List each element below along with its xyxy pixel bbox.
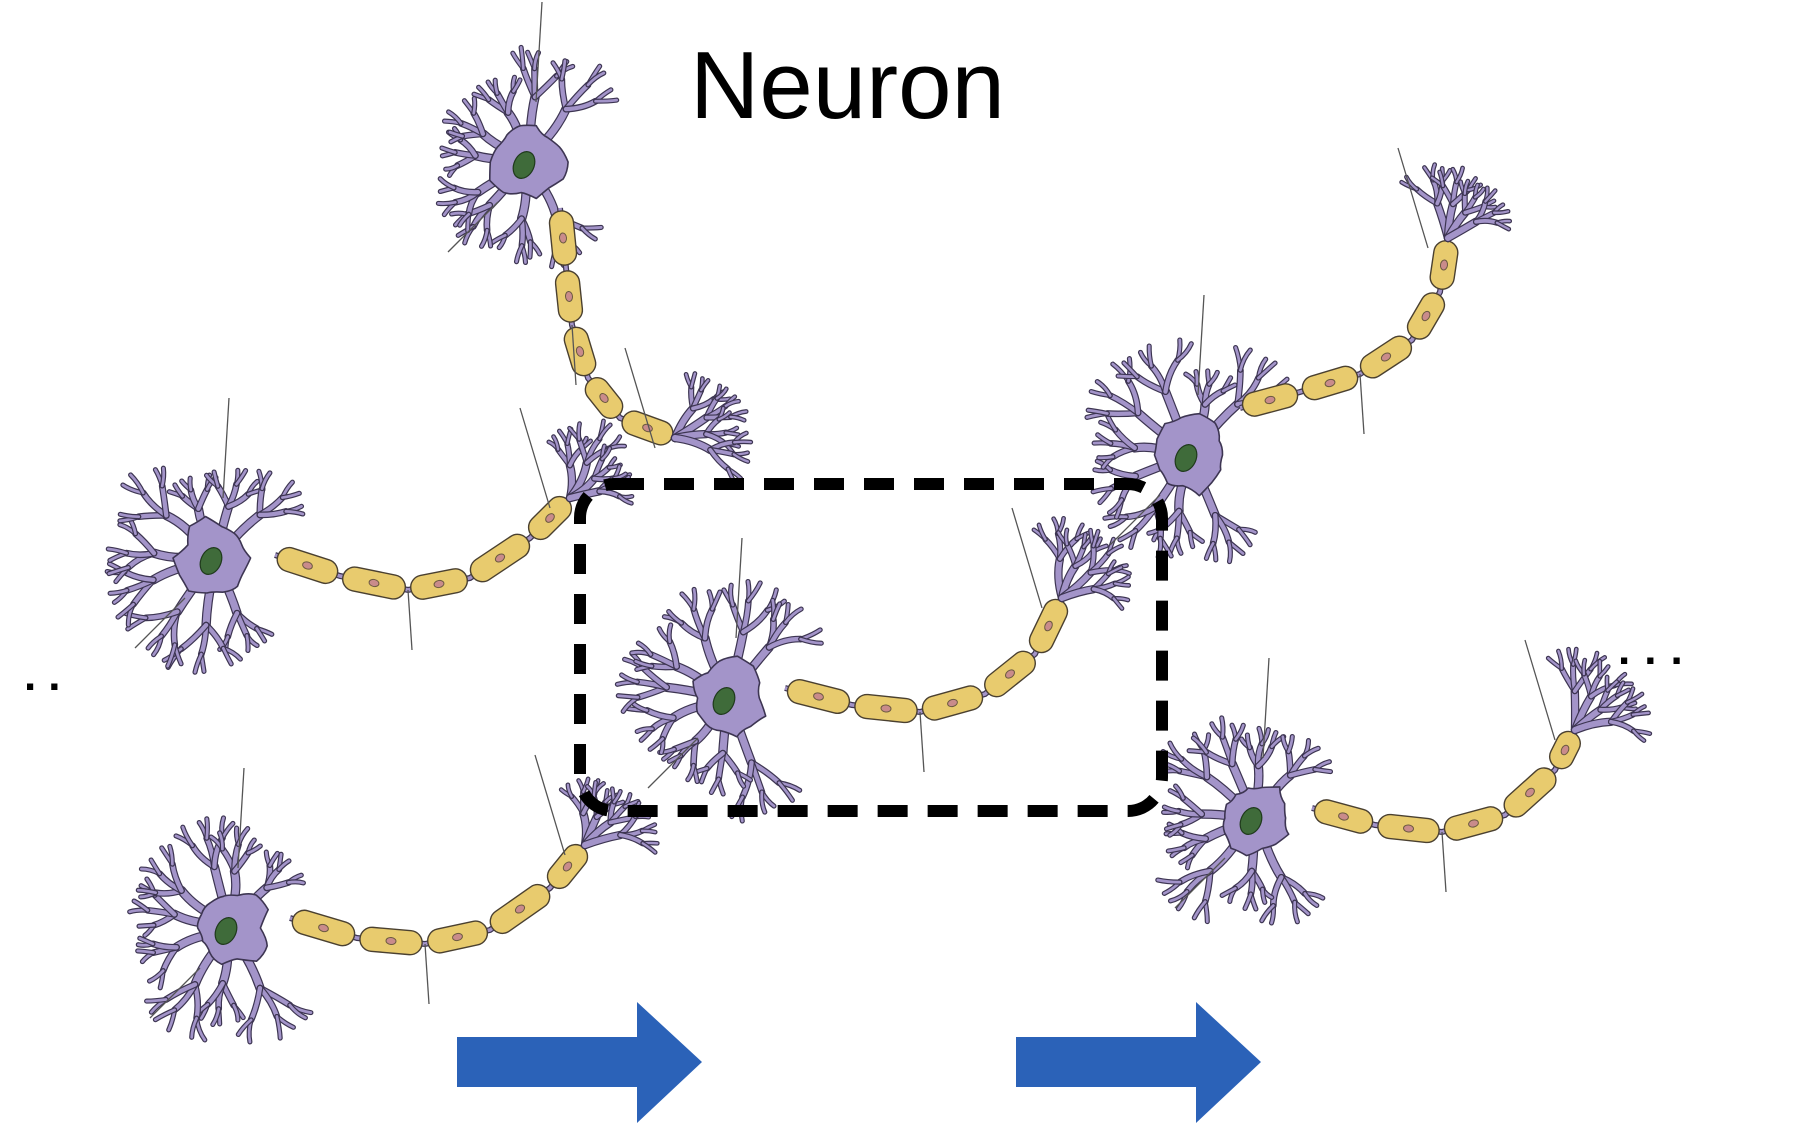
overlay-layer [457,478,1261,1123]
left-ellipsis: .. [24,651,72,700]
myelin-sheath-segment [1377,813,1440,844]
axon-terminal [670,371,754,488]
neuron-lower-right [1155,639,1653,926]
right-arrow-icon [1016,1002,1261,1123]
label-lines [1174,639,1556,909]
nucleus [712,687,736,715]
myelin-sheath-segment [359,926,423,956]
axon [548,207,677,446]
myelin-sheath-segment [854,693,918,724]
myelin-sheath-segment [554,270,584,323]
label-lines [134,397,551,651]
label-lines [149,754,566,1019]
myelin-sheath-segment [921,685,984,721]
myelin-sheath-segment [276,546,339,585]
nucleus [1239,807,1263,835]
nucleus [512,151,536,179]
axon [1311,728,1581,844]
myelin-sheath-segment [1028,598,1069,654]
myelin-sheath-segment [489,883,551,935]
right-arrow-icon [457,1002,702,1123]
nucleus [1174,444,1198,472]
neuron-upper-right [1084,147,1513,565]
myelin-sheath-segment [1406,292,1446,340]
myelin-sheath-segment [1429,240,1459,290]
myelin-sheath-segment [548,210,578,266]
dendrites [1155,715,1334,926]
neuron-center [614,507,1132,824]
myelin-sheath-segment [1359,335,1413,379]
axon-terminal [1031,515,1132,611]
label-lines [1109,147,1429,546]
myelin-sheath-segment [410,568,468,600]
neuron-middle-left [104,397,635,675]
nucleus [214,917,238,945]
axon [784,596,1069,724]
myelin-sheath-segment [621,410,674,446]
axon-terminal [546,418,635,506]
neurons-layer [104,1,1653,1045]
myelin-sheath-segment [1241,383,1299,417]
neuron-bottom-left [127,754,660,1045]
myelin-sheath-segment [1503,767,1557,818]
axon [289,843,589,956]
myelin-sheath-segment [291,909,356,947]
myelin-sheath-segment [984,650,1036,698]
label-lines [447,1,656,449]
myelin-sheath-segment [1301,365,1359,401]
axon [1239,237,1459,417]
myelin-sheath-segment [563,326,597,377]
myelin-sheath-segment [1548,730,1581,770]
axon [274,495,573,600]
dendrites [1084,337,1296,565]
axon-terminal [1545,646,1653,743]
right-ellipsis: ... [1618,625,1697,674]
axon-terminal [1399,162,1513,243]
myelin-sheath-segment [469,533,531,583]
myelin-sheath-segment [584,377,624,419]
diagram-title: Neuron [690,32,1005,139]
highlight-box [574,478,1168,817]
nucleus [199,547,223,575]
myelin-sheath-segment [1443,806,1504,841]
neuron-top [435,1,754,488]
myelin-sheath-segment [527,495,573,541]
label-lines [647,507,1043,789]
myelin-sheath-segment [786,678,851,714]
myelin-sheath-segment [427,920,489,954]
myelin-sheath-segment [342,566,406,600]
myelin-sheath-segment [1313,799,1374,834]
